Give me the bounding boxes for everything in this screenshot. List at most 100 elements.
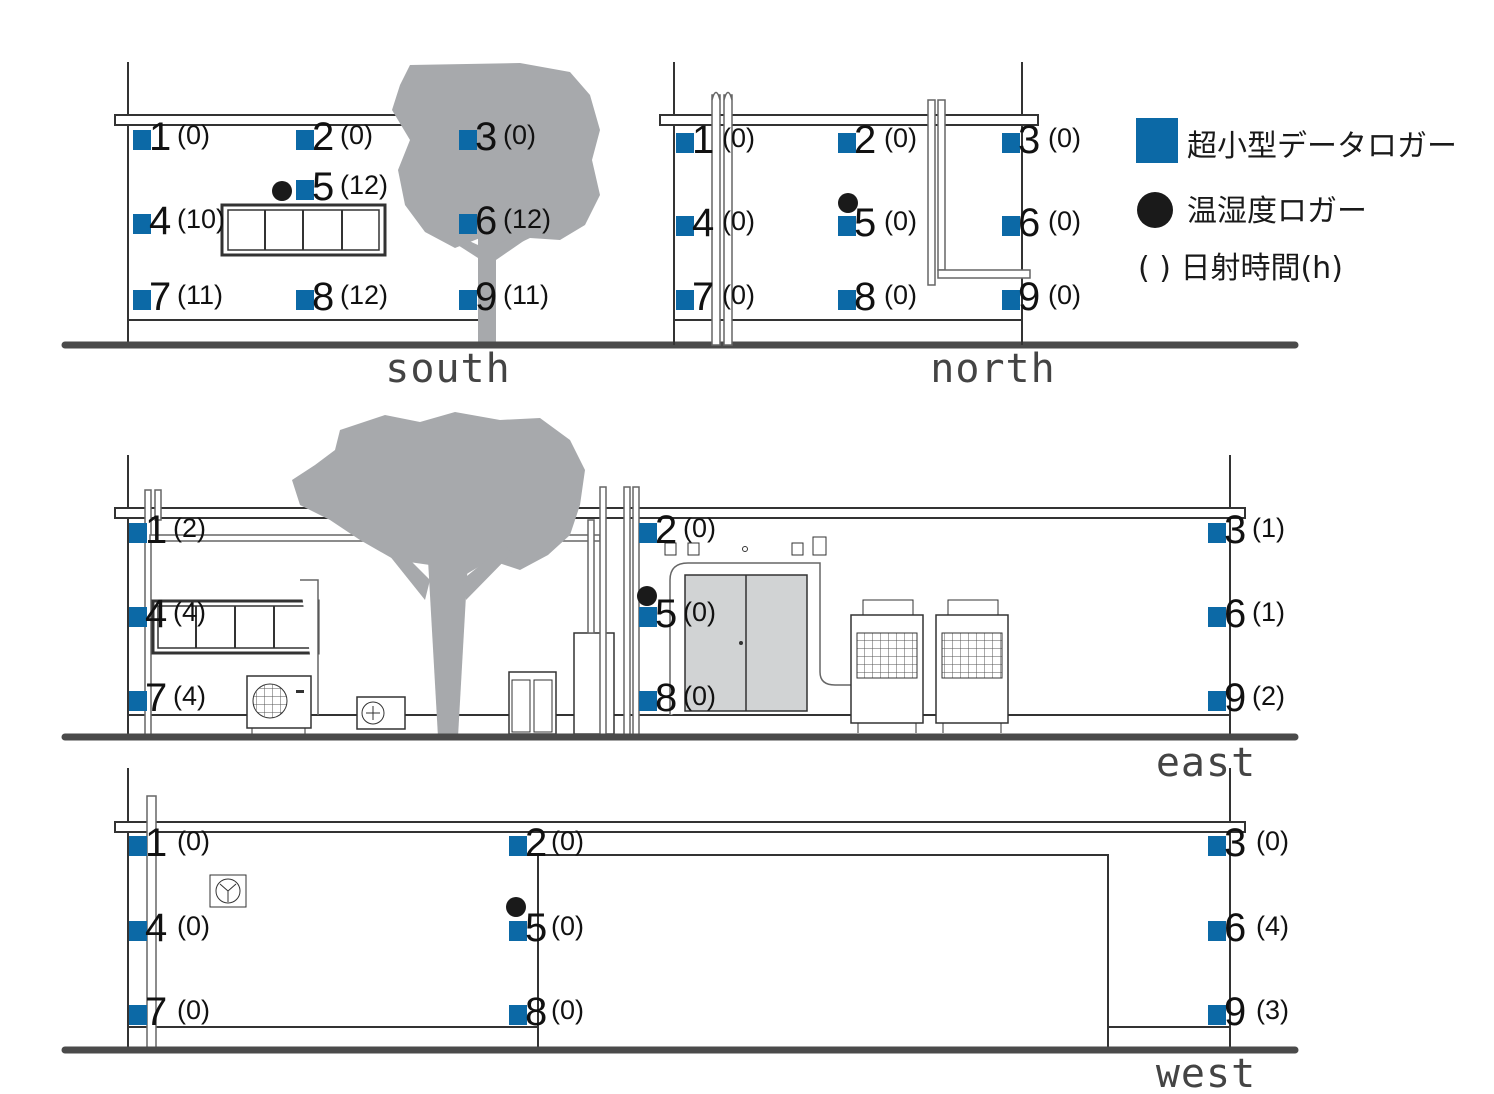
south-sunshine-hours-4: (10) (177, 204, 225, 234)
north-sunshine-hours-9: (0) (1048, 280, 1081, 310)
south-data-logger-2 (296, 130, 314, 150)
south-sensor-number-8: 8 (312, 275, 334, 319)
east-water-heater-tank (573, 519, 615, 735)
west-sensor-number-6: 6 (1224, 906, 1246, 950)
west-sensor-3: 3(0) (1208, 821, 1289, 865)
east-sensor-8: 8(0) (639, 676, 716, 720)
west-sunshine-hours-2: (0) (551, 826, 584, 856)
south-sensor-7: 7(11) (133, 275, 223, 319)
east-sensor-number-6: 6 (1224, 592, 1246, 636)
north-data-logger-8 (838, 290, 856, 310)
east-sensor-2: 2(0) (639, 508, 716, 552)
west-sensor-number-2: 2 (525, 821, 547, 865)
south-sensor-number-3: 3 (475, 115, 497, 159)
south-sensor-number-1: 1 (149, 115, 171, 159)
west-sensor-2: 2(0) (509, 821, 584, 865)
east-sensor-9: 9(2) (1208, 676, 1285, 720)
east-data-logger-8 (639, 691, 657, 711)
east-sunshine-hours-1: (2) (173, 513, 206, 543)
east-sensor-number-7: 7 (145, 676, 167, 720)
west-sensor-number-4: 4 (145, 906, 167, 950)
west-data-logger-7 (129, 1005, 147, 1025)
east-sunshine-hours-5: (0) (683, 597, 716, 627)
north-data-logger-5 (838, 216, 856, 236)
east-sensor-1: 1(2) (129, 508, 206, 552)
south-data-logger-5 (296, 180, 314, 200)
north-elevation: north (659, 62, 1055, 392)
east-sunshine-hours-9: (2) (1252, 681, 1285, 711)
north-sensor-7: 7 (0) (676, 275, 755, 319)
west-sensor-9: 9(3) (1208, 990, 1289, 1034)
north-direction-label: north (930, 346, 1055, 392)
north-sensor-number-8: 8 (854, 275, 876, 319)
north-sunshine-hours-8: (0) (884, 280, 917, 310)
north-sunshine-hours-2: (0) (884, 123, 917, 153)
north-data-logger-7 (676, 290, 694, 310)
legend-sunshine-hours-label: ( ) 日射時間(h) (1138, 251, 1343, 286)
south-sensor-2: 2(0) (296, 115, 373, 159)
east-tree (292, 412, 585, 737)
south-sensor-1: 1(0) (133, 115, 210, 159)
south-sunshine-hours-6: (12) (503, 204, 551, 234)
north-downpipe-left (711, 91, 733, 346)
east-refrigerant-pipe (300, 579, 319, 715)
east-data-logger-7 (129, 691, 147, 711)
west-data-logger-3 (1208, 836, 1226, 856)
east-ac-unit-left (246, 675, 312, 735)
west-data-logger-8 (509, 1005, 527, 1025)
east-sensor-5: 5(0) (639, 592, 716, 636)
legend-data-logger-label: 超小型データロガー (1187, 129, 1457, 164)
south-tree (392, 63, 600, 345)
east-downpipes-center (599, 486, 640, 738)
north-sunshine-hours-1: (0) (722, 123, 755, 153)
west-data-logger-6 (1208, 921, 1226, 941)
south-sensor-6: 6(12) (459, 199, 551, 243)
south-data-logger-9 (459, 290, 477, 310)
south-sensor-number-4: 4 (149, 199, 171, 243)
legend-data-logger-icon (1136, 118, 1178, 163)
east-sensor-number-5: 5 (655, 592, 677, 636)
east-sensor-3: 3(1) (1208, 508, 1285, 552)
north-eave (659, 114, 1039, 126)
north-sunshine-hours-4: (0) (722, 206, 755, 236)
east-eave (114, 507, 1246, 519)
south-window (220, 203, 387, 257)
north-sunshine-hours-7: (0) (722, 280, 755, 310)
south-sensor-number-7: 7 (149, 275, 171, 319)
south-sensor-number-5: 5 (312, 165, 334, 209)
north-data-logger-4 (676, 216, 694, 236)
west-sensor-8: 8(0) (509, 990, 584, 1034)
west-sensor-4: 4(0) (129, 906, 210, 950)
north-sunshine-hours-3: (0) (1048, 123, 1081, 153)
east-sensor-number-9: 9 (1224, 676, 1246, 720)
south-sensor-9: 9(11) (459, 275, 549, 319)
south-sunshine-hours-9: (11) (503, 280, 549, 310)
sensor-markers: 1(0)2(0)3(0)4(10)5(12)6(12)7(11)8(12)9(1… (129, 115, 1289, 1034)
south-sensor-number-2: 2 (312, 115, 334, 159)
east-sensor-7: 7(4) (129, 676, 206, 720)
east-double-door (669, 562, 821, 715)
south-sensor-number-9: 9 (475, 275, 497, 319)
east-sensor-number-2: 2 (655, 508, 677, 552)
north-sensor-number-2: 2 (854, 118, 876, 162)
north-sunshine-hours-6: (0) (1048, 206, 1081, 236)
west-data-logger-4 (129, 921, 147, 941)
east-sensor-6: 6(1) (1208, 592, 1285, 636)
south-sunshine-hours-1: (0) (177, 120, 210, 150)
west-sensor-1: 1(0) (129, 821, 210, 865)
east-sunshine-hours-3: (1) (1252, 513, 1285, 543)
south-sensor-5: 5(12) (296, 165, 388, 209)
west-eave (114, 821, 1246, 833)
north-sensor-number-1: 1 (692, 118, 714, 162)
south-elevation: south (61, 62, 1299, 392)
west-sensor-number-7: 7 (145, 990, 167, 1034)
north-sunshine-hours-5: (0) (884, 206, 917, 236)
west-sunshine-hours-3: (0) (1256, 826, 1289, 856)
north-sensor-number-7: 7 (692, 275, 714, 319)
north-downpipe-right (927, 99, 1031, 286)
west-data-logger-2 (509, 836, 527, 856)
south-sunshine-hours-2: (0) (340, 120, 373, 150)
north-temp-humidity-logger (838, 193, 858, 213)
west-sunshine-hours-5: (0) (551, 911, 584, 941)
